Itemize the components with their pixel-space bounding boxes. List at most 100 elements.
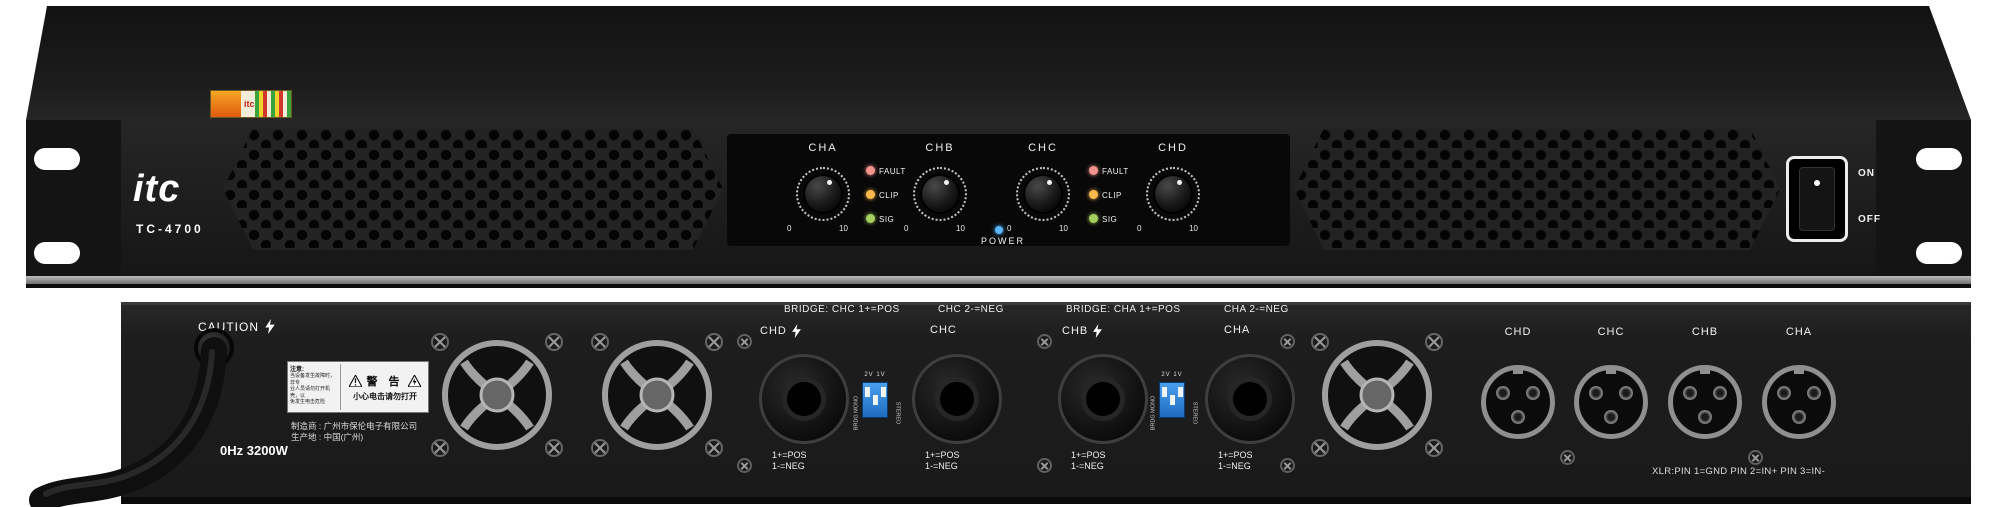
ventilation-grille-right [1294, 128, 1780, 250]
dip-lever[interactable] [1161, 387, 1167, 397]
mode-dip-switch-2[interactable]: 2V 1V BRDG MONO STEREO [1150, 372, 1197, 452]
xlr-pin-hole [1777, 386, 1791, 400]
xlr-connector-cha[interactable] [1762, 365, 1836, 439]
pin-line: 1+=POS [772, 450, 807, 460]
clip-led [1089, 190, 1098, 199]
dip-lever[interactable] [1177, 387, 1183, 397]
xlr-label-chc: CHC [1597, 326, 1625, 338]
switch-on-label: ON [1858, 168, 1875, 179]
sticker-color-band [211, 91, 241, 117]
sig-led-label: SIG [1102, 215, 1118, 224]
gain-knob-chc[interactable] [1016, 167, 1070, 221]
speakon-connector-chb[interactable] [1058, 354, 1148, 444]
pin-note-cha: 1+=POS 1-=NEG [1218, 450, 1253, 472]
power-switch[interactable] [1786, 156, 1848, 242]
channel-label-chc: CHC [1028, 142, 1058, 154]
gain-knob-chb[interactable] [913, 167, 967, 221]
speakon-label-text: CHB [1062, 325, 1089, 337]
xlr-latch [1513, 368, 1523, 374]
speakon-socket [782, 377, 826, 421]
speakon-connector-cha[interactable] [1205, 354, 1295, 444]
model-number: TC-4700 [136, 222, 204, 236]
speakon-label-chd: CHD [760, 324, 801, 338]
knob-indicator-dot [944, 180, 949, 185]
xlr-pin-hole [1713, 386, 1727, 400]
pin-line: 1+=POS [1071, 450, 1106, 460]
speakon-connector-chc[interactable] [912, 354, 1002, 444]
mounting-slot [1916, 148, 1962, 170]
lightning-icon [791, 324, 801, 338]
dip-block[interactable] [862, 382, 888, 418]
warning-main: 警 告 小心电击请勿打开 [344, 364, 426, 410]
knob-indicator-dot [1177, 180, 1182, 185]
xlr-pin-hole [1526, 386, 1540, 400]
brand-logo: itc [133, 168, 181, 210]
speakon-label-chc: CHC [930, 324, 957, 336]
speakon-label-chb: CHB [1062, 324, 1103, 338]
cooling-fan [591, 333, 723, 457]
cable-gland [194, 328, 234, 368]
xlr-pin-hole [1589, 386, 1603, 400]
scale-max-chd: 10 [1189, 224, 1198, 233]
xlr-pin-hole [1604, 410, 1618, 424]
fault-led [1089, 166, 1098, 175]
warning-triangle-exclamation-icon [349, 374, 363, 387]
dip-voltage-labels: 2V 1V [1161, 372, 1183, 378]
speakon-connector-chd[interactable] [759, 354, 849, 444]
xlr-label-chd: CHD [1504, 326, 1532, 338]
rocker-dot [1814, 180, 1820, 186]
mounting-slot [34, 242, 80, 264]
power-label: POWER [980, 236, 1025, 246]
front-bottom-trim [26, 276, 1971, 284]
pin-line: 1-=NEG [772, 461, 805, 471]
cooling-fan [1311, 333, 1443, 457]
xlr-connector-chb[interactable] [1668, 365, 1742, 439]
ventilation-grille-left [223, 128, 723, 250]
scale-min-cha: 0 [787, 224, 792, 233]
warning-note-line: 当设备发生故障时，非专 [290, 373, 336, 386]
front-bottom-edge [26, 284, 1971, 288]
bridge-note-2-left: BRIDGE: CHA 1+=POS [1066, 304, 1181, 315]
pin-note-chd: 1+=POS 1-=NEG [772, 450, 807, 472]
xlr-pin-hole [1511, 410, 1525, 424]
xlr-label-chb: CHB [1691, 326, 1719, 338]
gain-knob-chd[interactable] [1146, 167, 1200, 221]
xlr-pinout-note: XLR:PIN 1=GND PIN 2=IN+ PIN 3=IN- [1652, 466, 1826, 477]
scale-max-chb: 10 [956, 224, 965, 233]
speakon-label-cha: CHA [1224, 324, 1250, 336]
clip-led-label: CLIP [1102, 191, 1122, 200]
mounting-slot [1916, 242, 1962, 264]
pin-line: 1-=NEG [1218, 461, 1251, 471]
screw-icon [1280, 334, 1295, 349]
power-led [995, 226, 1003, 234]
dip-mode-labels: BRDG MONO [1150, 395, 1157, 431]
brand-sticker: itc [210, 90, 292, 118]
mode-dip-switch-1[interactable]: 2V 1V BRDG MONO STEREO [853, 372, 900, 452]
xlr-connector-chd[interactable] [1481, 365, 1555, 439]
dip-mode-labels: BRDG MONO [853, 395, 860, 431]
warning-note-line: 免发生电击危险 [290, 399, 326, 405]
dip-lever[interactable] [880, 387, 886, 397]
sticker-color-bars [254, 91, 291, 117]
dip-lever[interactable] [864, 387, 870, 397]
xlr-latch [1606, 368, 1616, 374]
dip-stereo-label: STEREO [894, 401, 901, 425]
xlr-pin-hole [1619, 386, 1633, 400]
xlr-pin-hole [1496, 386, 1510, 400]
power-rating-text: 0Hz 3200W [220, 443, 288, 458]
dip-block[interactable] [1159, 382, 1185, 418]
fault-led [866, 166, 875, 175]
xlr-connector-chc[interactable] [1574, 365, 1648, 439]
sig-led [866, 214, 875, 223]
xlr-latch [1794, 368, 1804, 374]
chassis-top-face: itc [26, 6, 1971, 120]
dip-lever[interactable] [872, 395, 878, 405]
dip-lever[interactable] [1169, 395, 1175, 405]
switch-off-label: OFF [1858, 214, 1881, 225]
fault-led-label: FAULT [879, 167, 906, 176]
warning-subtitle: 小心电击请勿打开 [353, 391, 417, 401]
warning-label: 注意: 当设备发生故障时，非专 业人员请勿打开机壳，以 免发生电击危险 警 告 … [287, 361, 429, 413]
gain-knob-cha[interactable] [796, 167, 850, 221]
warning-note-line: 业人员请勿打开机壳，以 [290, 386, 331, 399]
